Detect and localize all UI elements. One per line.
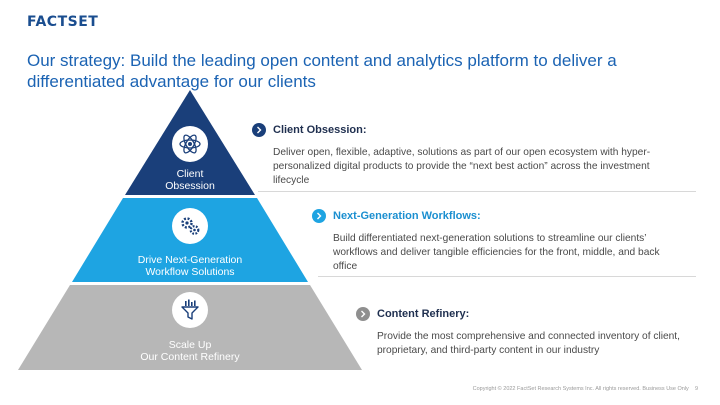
copyright-text: Copyright © 2022 FactSet Research System… xyxy=(472,386,689,392)
chevron-right-icon xyxy=(312,209,326,223)
divider xyxy=(318,276,696,277)
chevron-right-icon xyxy=(252,123,266,137)
tier-label-content-refinery: Scale Up Our Content Refinery xyxy=(110,339,270,363)
callout-body: Provide the most comprehensive and conne… xyxy=(377,331,680,356)
callout-heading: Client Obsession: xyxy=(273,124,367,136)
factset-logo: FACTSET xyxy=(27,14,99,30)
page-number: 9 xyxy=(694,386,698,392)
tier-label-text: Client Obsession xyxy=(165,168,215,192)
page-title: Our strategy: Build the leading open con… xyxy=(27,51,617,91)
callout-next-generation-workflows: Next-Generation Workflows: Build differe… xyxy=(312,209,682,274)
callout-body: Deliver open, flexible, adaptive, soluti… xyxy=(273,147,651,186)
tier-label-client-obsession: Client Obsession xyxy=(140,168,240,192)
funnel-chart-icon xyxy=(172,292,208,328)
callout-heading: Content Refinery: xyxy=(377,308,470,320)
footer: Copyright © 2022 FactSet Research System… xyxy=(473,386,698,392)
tier-label-text: Scale Up Our Content Refinery xyxy=(140,339,240,363)
chevron-right-icon xyxy=(356,307,370,321)
callout-client-obsession: Client Obsession: Deliver open, flexible… xyxy=(252,123,672,188)
tier-label-text: Drive Next-Generation Workflow Solutions xyxy=(137,254,243,278)
callout-content-refinery: Content Refinery: Provide the most compr… xyxy=(356,307,716,358)
callout-heading: Next-Generation Workflows: xyxy=(333,210,481,222)
tier-label-workflows: Drive Next-Generation Workflow Solutions xyxy=(118,254,262,278)
callout-heading-row: Client Obsession: xyxy=(252,123,672,137)
atom-icon xyxy=(172,126,208,162)
callout-heading-row: Next-Generation Workflows: xyxy=(312,209,682,223)
gears-icon xyxy=(172,208,208,244)
callout-body: Build differentiated next-generation sol… xyxy=(333,233,660,272)
callout-heading-row: Content Refinery: xyxy=(356,307,716,321)
divider xyxy=(258,191,696,192)
